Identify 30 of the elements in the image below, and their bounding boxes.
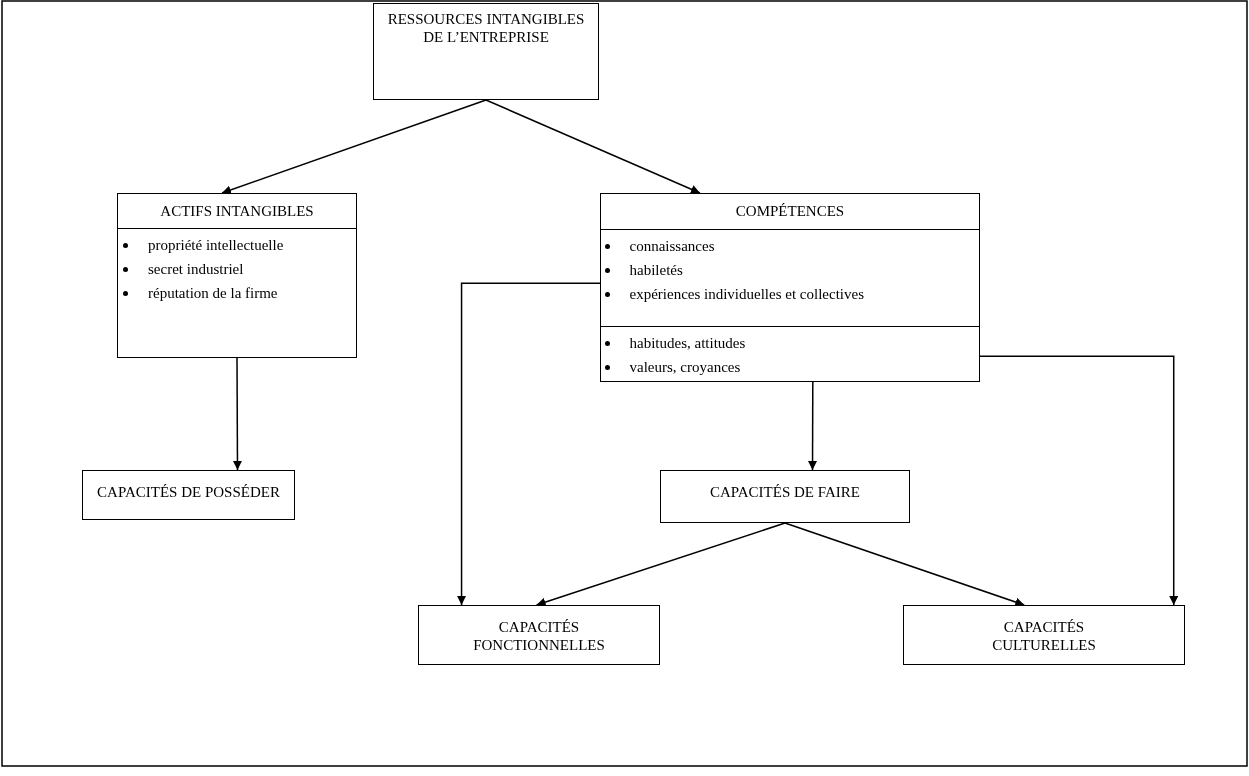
arrow	[232, 357, 242, 471]
list-item: habitudes, attitudes	[629, 334, 746, 351]
text-box	[600, 193, 980, 382]
arrow	[535, 522, 786, 607]
arrow	[457, 282, 601, 606]
arrow	[979, 355, 1179, 606]
box-title: ACTIFS INTANGIBLES	[160, 202, 314, 220]
box-title: CAPACITÉS DE FAIRE	[710, 483, 860, 501]
list-item: connaissances	[629, 237, 715, 254]
box-title: COMPÉTENCES	[735, 202, 845, 220]
list-item: valeurs, croyances	[629, 358, 741, 375]
list-item: réputation de la firme	[148, 285, 278, 301]
box-title: CAPACITÉS CULTURELLES	[991, 618, 1097, 654]
list-item: expériences individuelles et collectives	[629, 285, 864, 302]
box-title: CAPACITÉS FONCTIONNELLES	[472, 618, 606, 654]
arrow	[808, 381, 818, 471]
text-box	[117, 193, 357, 358]
text-box	[660, 470, 910, 523]
arrow	[485, 99, 701, 194]
box-title: CAPACITÉS DE POSSÉDER	[97, 483, 280, 501]
list-item: secret industriel	[148, 261, 244, 277]
list-item: habiletés	[629, 261, 683, 278]
arrow	[784, 522, 1025, 607]
text-box	[373, 3, 599, 100]
box-title: RESSOURCES INTANGIBLES DE L’ENTREPRISE	[386, 10, 586, 46]
text-box	[418, 605, 660, 665]
list-item: propriété intellectuelle	[148, 237, 284, 253]
arrow	[221, 99, 487, 195]
text-box	[903, 605, 1185, 665]
text-box	[82, 470, 295, 520]
